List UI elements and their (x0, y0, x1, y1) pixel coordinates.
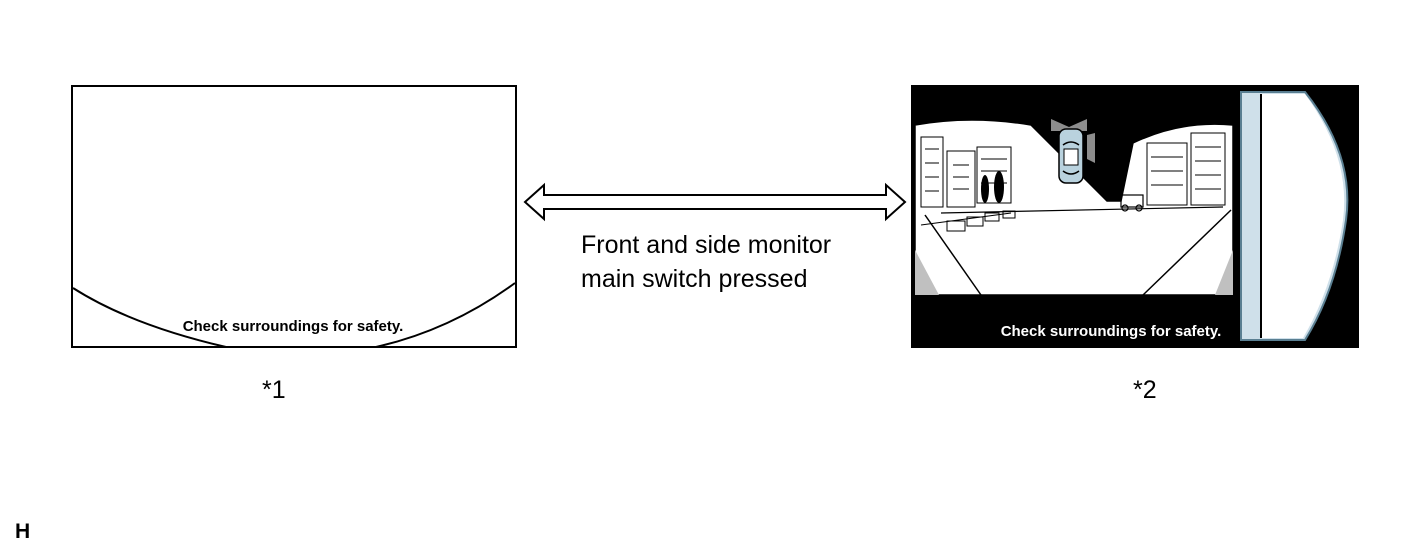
screen-1-frame (71, 85, 517, 348)
transition-caption-line-1: Front and side monitor (581, 231, 832, 259)
corner-label: H (15, 520, 31, 543)
guide-curve-right (375, 282, 516, 348)
front-camera-view (914, 119, 1234, 296)
double-arrow-icon (523, 182, 907, 222)
screen-view-2: Check surroundings for safety. (911, 85, 1359, 348)
screen-2-reference-label: *2 (1133, 376, 1157, 404)
screen-view-1: Check surroundings for safety. (71, 85, 517, 348)
vehicle-camera-icon (1051, 119, 1095, 184)
screen-1-reference-label: *1 (262, 376, 286, 404)
screen-1-message: Check surroundings for safety. (183, 318, 404, 335)
side-camera-view (1240, 91, 1349, 341)
screen-2-message: Check surroundings for safety. (1001, 323, 1222, 340)
transition-caption-line-2: main switch pressed (581, 265, 808, 293)
guide-curve-left (72, 287, 227, 348)
